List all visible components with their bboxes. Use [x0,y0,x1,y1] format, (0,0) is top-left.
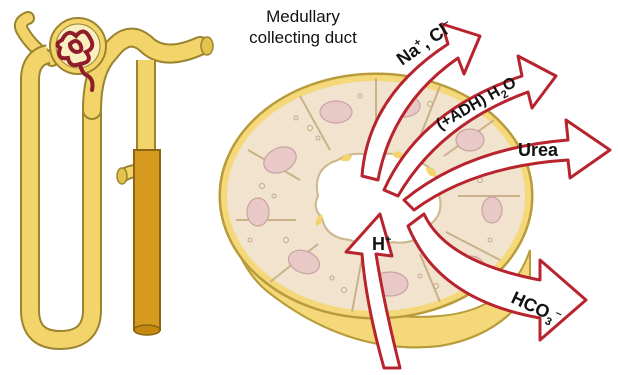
loop-of-henle [30,80,92,340]
collecting-duct [134,150,160,330]
caption-line-1: Medullary [218,6,388,27]
nephron-illustration [21,18,213,340]
caption-line-2: collecting duct [218,27,388,48]
label-urea: Urea [518,140,559,160]
duct-caption: Medullary collecting duct [218,6,388,48]
